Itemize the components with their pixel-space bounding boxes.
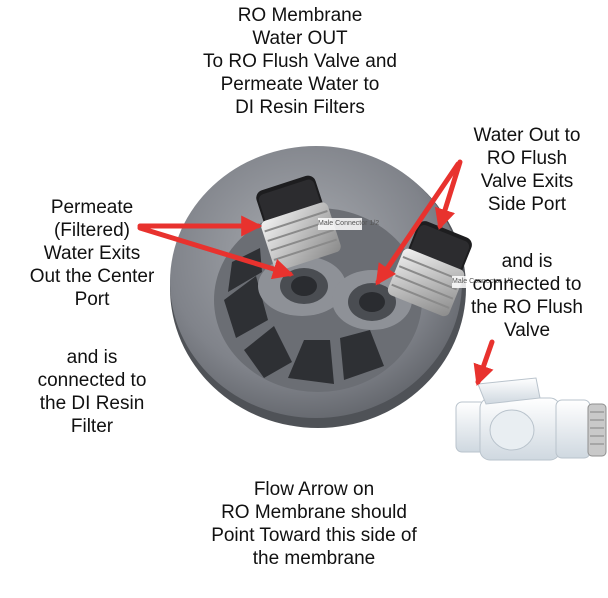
caption-left-bottom-line: Filter (70, 416, 114, 437)
side-fitting-photo (387, 221, 472, 317)
caption-left-bottom-line: the DI Resin (39, 393, 145, 414)
caption-right-bottom-line: and is (501, 251, 553, 272)
caption-left-bottom: and is connected to the DI Resin Filter (2, 346, 182, 438)
caption-bottom: Flow Arrow on RO Membrane should Point T… (176, 478, 452, 570)
caption-right-bottom-line: the RO Flush (471, 297, 583, 318)
right-fitting-label: Male Connector 1/2 (452, 278, 514, 285)
caption-bottom-line: RO Membrane should (221, 502, 407, 523)
caption-left-top-line: Port (74, 289, 110, 310)
side-port (348, 283, 396, 321)
left-fitting-tag (318, 218, 362, 230)
caption-left-top-line: Water Exits (43, 243, 141, 264)
callout-arrows (137, 159, 495, 386)
caption-top: RO Membrane Water OUT To RO Flush Valve … (178, 4, 422, 119)
caption-left-top-line: Permeate (50, 197, 134, 218)
caption-left-bottom-line: connected to (37, 370, 147, 391)
end-cap-ribs (224, 248, 384, 384)
caption-right-bottom: and is connected to the RO Flush Valve (446, 250, 608, 342)
caption-right-top-line: RO Flush (486, 148, 568, 169)
caption-right-top-line: Water Out to (473, 125, 581, 146)
caption-top-line: RO Membrane (237, 5, 363, 26)
caption-bottom-line: the membrane (252, 548, 376, 569)
caption-right-bottom-line: Valve (503, 320, 551, 341)
caption-top-line: To RO Flush Valve and (203, 51, 397, 72)
caption-right-top-line: Valve Exits (480, 171, 574, 192)
caption-left-bottom-line: and is (66, 347, 118, 368)
caption-right-top: Water Out to RO Flush Valve Exits Side P… (446, 124, 608, 216)
arrow-left-to-center-port (137, 225, 295, 280)
ball-valve-photo (455, 377, 607, 461)
caption-left-top-line: (Filtered) (53, 220, 130, 241)
caption-bottom-line: Point Toward this side of (211, 525, 417, 546)
caption-left-top-line: Out the Center (29, 266, 155, 287)
caption-right-bottom-line: connected to (472, 274, 582, 295)
left-fitting-label: Male Connector 1/2 (318, 220, 380, 227)
arrow-right-to-side-port (375, 161, 461, 286)
arrow-to-valve (473, 339, 495, 386)
right-fitting-tag (452, 276, 496, 288)
caption-top-line: Permeate Water to (220, 74, 380, 95)
caption-left-top: Permeate (Filtered) Water Exits Out the … (2, 196, 182, 311)
arrow-right-to-fitting (434, 159, 463, 231)
caption-top-line: Water OUT (252, 28, 348, 49)
caption-top-line: DI Resin Filters (235, 97, 365, 118)
caption-right-top-line: Side Port (487, 194, 567, 215)
caption-bottom-line: Flow Arrow on (253, 479, 375, 500)
